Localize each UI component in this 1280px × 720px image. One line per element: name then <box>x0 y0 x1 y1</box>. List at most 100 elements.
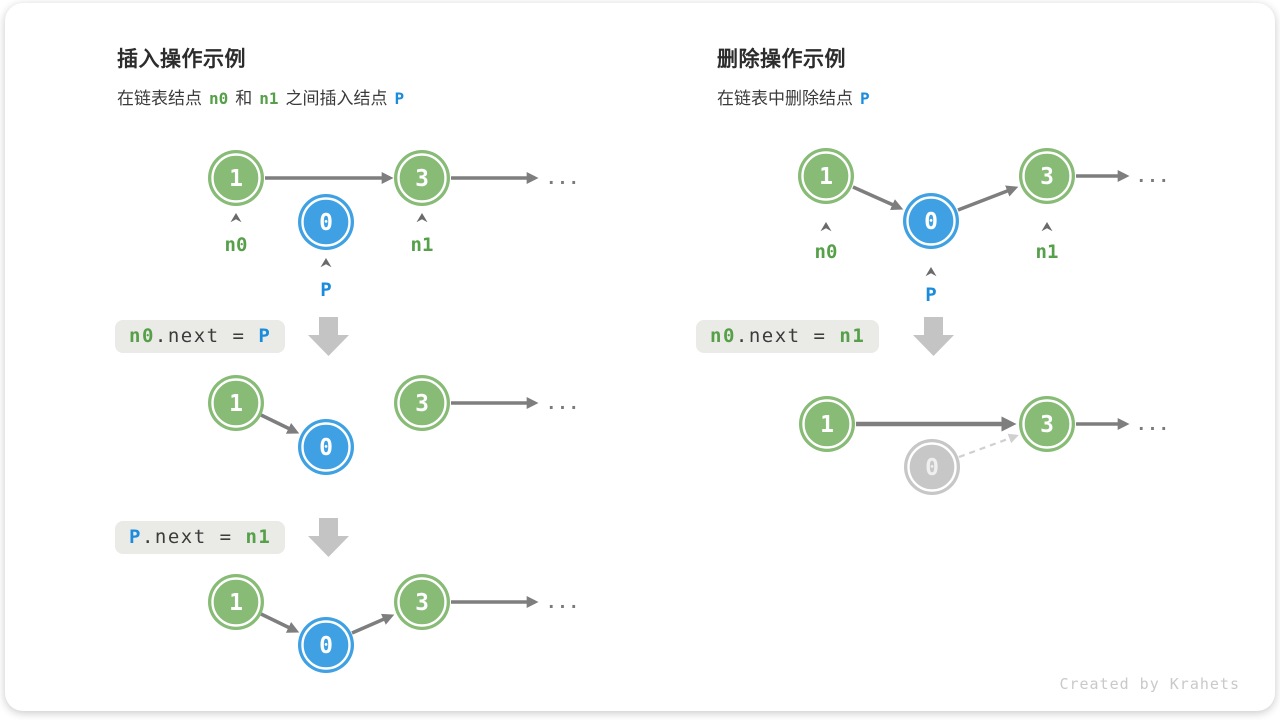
step-down-arrow-icon <box>913 317 954 356</box>
node-value: 1 <box>820 412 834 438</box>
node-value: 0 <box>319 633 333 659</box>
caret-up-icon <box>320 258 332 268</box>
code-token: n0 <box>710 325 736 347</box>
node-circle <box>904 439 960 495</box>
node-circle <box>298 419 354 475</box>
list-node-green: 1 <box>208 150 264 206</box>
node-inner-ring <box>211 577 261 627</box>
node-circle <box>798 148 854 204</box>
node-ref-label: n1 <box>1036 241 1059 263</box>
node-value: 3 <box>1040 412 1054 438</box>
node-ref-label: P <box>320 279 331 301</box>
node-ref-label: n0 <box>225 234 248 256</box>
insert-code-step1: n0.next = P <box>115 320 286 353</box>
node-value: 1 <box>229 391 243 417</box>
node-inner-ring <box>907 442 957 492</box>
insert-fig-initial: ... 1 0 3 n0 n1 P <box>208 150 580 301</box>
list-node-blue: 0 <box>298 617 354 673</box>
ellipsis-text: ... <box>546 394 580 414</box>
code-token: n1 <box>245 526 272 548</box>
caret-up-icon <box>1041 222 1053 232</box>
ellipsis-text: ... <box>546 593 580 613</box>
node-inner-ring <box>397 378 447 428</box>
ellipsis-text: ... <box>1136 167 1170 187</box>
subtitle-ref-n0: n0 <box>209 89 229 108</box>
delete-fig-step1: ... 1 0 3 <box>799 396 1170 495</box>
insert-code-step2: P.next = n1 <box>115 521 286 554</box>
node-inner-ring <box>906 196 956 246</box>
node-circle <box>394 574 450 630</box>
code-token: n1 <box>839 325 866 347</box>
subtitle-text: 在链表结点 <box>117 89 202 108</box>
subtitle-text: 和 <box>235 89 253 108</box>
list-node-removed: 0 <box>904 439 960 495</box>
node-circle <box>799 396 855 452</box>
node-value: 3 <box>415 166 429 192</box>
list-node-green: 1 <box>799 396 855 452</box>
node-inner-ring <box>1022 399 1072 449</box>
code-token: .next = <box>141 526 246 548</box>
node-inner-ring <box>802 399 852 449</box>
code-token: P <box>258 325 272 347</box>
node-circle <box>208 375 264 431</box>
subtitle-ref-p: P <box>394 89 405 108</box>
node-circle <box>394 150 450 206</box>
list-node-green: 3 <box>394 375 450 431</box>
delete-code-step1: n0.next = n1 <box>696 320 880 353</box>
node-inner-ring <box>301 197 351 247</box>
node-value: 0 <box>319 435 333 461</box>
node-value: 1 <box>229 590 243 616</box>
node-circle <box>208 574 264 630</box>
node-inner-ring <box>397 153 447 203</box>
subtitle-ref-n1: n1 <box>259 89 279 108</box>
node-value: 0 <box>924 209 938 235</box>
node-circle <box>1019 396 1075 452</box>
caret-up-icon <box>230 213 242 223</box>
list-node-green: 3 <box>1019 148 1075 204</box>
node-ref-label: P <box>925 284 936 306</box>
insert-panel-title: 插入操作示例 <box>117 48 246 71</box>
pointer-arrow <box>260 612 300 633</box>
node-value: 0 <box>319 210 333 236</box>
list-node-green: 3 <box>394 150 450 206</box>
code-token: n0 <box>129 325 155 347</box>
node-ref-label: n0 <box>815 241 838 263</box>
caret-up-icon <box>820 222 832 232</box>
code-token: P <box>129 526 142 548</box>
node-circle <box>394 375 450 431</box>
ellipsis-text: ... <box>546 169 580 189</box>
subtitle-text: 在链表中删除结点 <box>717 89 853 108</box>
node-value: 0 <box>925 455 939 481</box>
node-circle <box>903 193 959 249</box>
insert-fig-step1: ... 1 0 3 <box>208 375 580 475</box>
list-node-blue: 0 <box>903 193 959 249</box>
step-down-arrow-icon <box>308 518 349 557</box>
node-inner-ring <box>1022 151 1072 201</box>
node-value: 3 <box>415 391 429 417</box>
node-inner-ring <box>397 577 447 627</box>
ellipsis-text: ... <box>1136 415 1170 435</box>
node-inner-ring <box>211 378 261 428</box>
node-value: 3 <box>1040 164 1054 190</box>
node-value: 1 <box>229 166 243 192</box>
insert-fig-step2: ... 1 0 3 <box>208 574 580 673</box>
node-inner-ring <box>211 153 261 203</box>
caret-up-icon <box>925 267 937 277</box>
list-node-green: 1 <box>798 148 854 204</box>
list-node-green: 1 <box>208 574 264 630</box>
subtitle-text: 之间插入结点 <box>285 89 388 108</box>
node-inner-ring <box>801 151 851 201</box>
detached-pointer-arrow <box>958 433 1019 459</box>
list-node-blue: 0 <box>298 419 354 475</box>
node-inner-ring <box>301 422 351 472</box>
node-value: 1 <box>819 164 833 190</box>
pointer-arrow <box>852 185 904 211</box>
pointer-arrow <box>260 413 300 434</box>
node-circle <box>298 194 354 250</box>
credit-text: Created by Krahets <box>1059 675 1240 693</box>
node-circle <box>1019 148 1075 204</box>
node-circle <box>208 150 264 206</box>
list-node-green: 3 <box>394 574 450 630</box>
